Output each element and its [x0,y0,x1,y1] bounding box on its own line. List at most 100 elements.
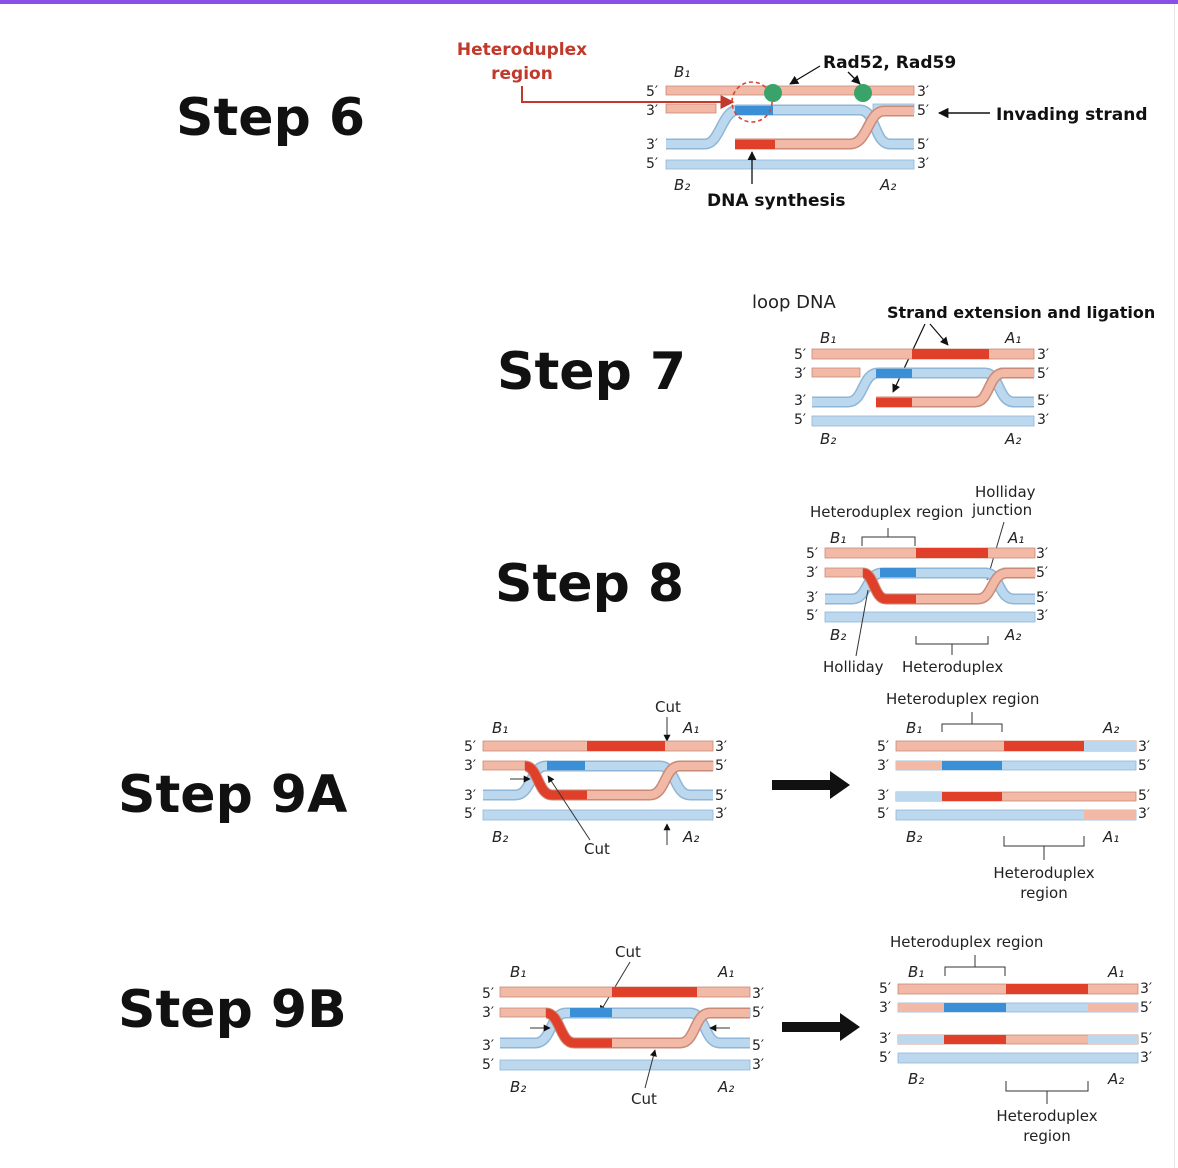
step6-end-r5a: 5′ [917,103,929,119]
step6-synthesis-block [735,140,775,149]
step8-holliday-bottom: Holliday [823,658,884,676]
step6-rad-protein-2 [854,84,872,102]
step9b-label-b1: B₁ [510,963,526,981]
step7-end-5b: 5′ [794,412,806,428]
step9b-result-hetero-bottom-2: region [1023,1127,1070,1145]
step7-end-r3a: 3′ [1037,347,1049,363]
step9b-end-r5a: 5′ [752,1005,764,1021]
step9b-end-r3b: 3′ [752,1057,764,1073]
step9a-end-5a: 5′ [464,739,476,755]
step9a-result-hetero-top: Heteroduplex region [886,690,1039,708]
step8-end-r5a: 5′ [1036,565,1048,581]
step-9a-title: Step 9A [118,765,348,825]
step8-end-3a: 3′ [806,565,818,581]
step9b-result-a1: A₁ [1107,963,1124,981]
step6-end-r3b: 3′ [917,156,929,172]
step-9b-title: Step 9B [118,980,347,1040]
step6-end-3b: 3′ [646,137,658,153]
step9a-result-end-r5b: 5′ [1138,788,1150,804]
step6-label-b1: B₁ [674,63,690,81]
step9b-result-end-3b: 3′ [879,1031,891,1047]
step8-label-b1: B₁ [830,529,846,547]
step9b-result-hetero-bottom-1: Heteroduplex [996,1107,1097,1125]
step9b-result-b1: B₁ [908,963,924,981]
step9b-result-arrow [782,1013,860,1041]
step6-rad-arrow-right [847,71,861,85]
step9b-end-5a: 5′ [482,986,494,1002]
step9a-end-r5a: 5′ [715,758,727,774]
step6-invading-label: Invading strand [996,105,1148,125]
step9b-end-r3a: 3′ [752,986,764,1002]
step8-end-5b: 5′ [806,608,818,624]
step8-end-r3b: 3′ [1036,608,1048,624]
step-9b-diagram: Cut B₁ A₁ 5′ 3′ 3′ 5′ 3′ 5′ 5′ 3′ B₂ A₂ … [482,933,1152,1145]
step6-label-a2: A₂ [879,176,896,194]
step9b-cut-top: Cut [615,943,641,961]
step8-holliday-top-2: junction [971,501,1032,519]
step9b-cut-bottom: Cut [631,1090,657,1108]
step9a-result-end-r3b: 3′ [1138,806,1150,822]
step7-loop-label: loop DNA [752,292,836,313]
step6-end-5b: 5′ [646,156,658,172]
step6-strand-bottom [665,159,915,170]
step9b-result-b2: B₂ [908,1070,924,1088]
step8-end-r3a: 3′ [1036,546,1048,562]
step9b-label-a1: A₁ [717,963,734,981]
step6-rad-protein-1 [764,84,782,102]
step9b-label-b2: B₂ [510,1078,526,1096]
step6-label-b2: B₂ [674,176,690,194]
step9b-end-3b: 3′ [482,1038,494,1054]
step9b-result-end-5a: 5′ [879,981,891,997]
step9a-result-hetero-bottom-2: region [1020,884,1067,902]
step9a-end-3b: 3′ [464,788,476,804]
step7-label-b2: B₂ [820,430,836,448]
step7-end-r5a: 5′ [1037,366,1049,382]
step9b-result-end-r5b: 5′ [1140,1031,1152,1047]
step9a-end-r3a: 3′ [715,739,727,755]
step9b-end-5b: 5′ [482,1057,494,1073]
step7-end-5a: 5′ [794,347,806,363]
step9a-result-end-r5a: 5′ [1138,758,1150,774]
right-border [1174,4,1175,1168]
step9a-result-b1: B₁ [906,719,922,737]
step8-end-5a: 5′ [806,546,818,562]
step9a-result-end-3a: 3′ [877,758,889,774]
step-6-diagram: Heteroduplex region B₁ Rad52, Rad59 5′ 3… [457,40,1148,211]
step7-end-3a: 3′ [794,366,806,382]
step8-end-r5b: 5′ [1036,590,1048,606]
step-7-title: Step 7 [497,342,687,402]
step8-heteroduplex-top: Heteroduplex region [810,503,963,521]
top-accent-bar [0,0,1178,4]
step6-heteroduplex-block [735,106,773,115]
step9a-result-arrow [772,771,850,799]
step6-end-5a: 5′ [646,84,658,100]
step8-label-b2: B₂ [830,626,846,644]
step8-label-a2: A₂ [1004,626,1021,644]
step6-heteroduplex-pointer [521,86,735,109]
step9a-label-a1: A₁ [682,719,699,737]
step9b-result-end-r5a: 5′ [1140,1000,1152,1016]
step6-strand-top [665,85,915,96]
step6-end-3a: 3′ [646,103,658,119]
step9b-end-3a: 3′ [482,1005,494,1021]
step9b-result-hetero-top: Heteroduplex region [890,933,1043,951]
step9a-end-r3b: 3′ [715,806,727,822]
step9b-result-end-r3a: 3′ [1140,981,1152,997]
step7-arrow-top [929,323,949,346]
step8-label-a1: A₁ [1007,529,1024,547]
step9a-label-a2: A₂ [682,828,699,846]
step7-label-a1: A₁ [1004,329,1021,347]
step9a-result-a1: A₁ [1102,828,1119,846]
step-8-title: Step 8 [495,554,685,614]
step6-rad-label: Rad52, Rad59 [823,53,956,73]
step7-label-b1: B₁ [820,329,836,347]
step7-end-r5b: 5′ [1037,393,1049,409]
step-8-diagram: Holliday junction Heteroduplex region B₁… [806,483,1048,676]
step9a-end-3a: 3′ [464,758,476,774]
step6-synthesis-label: DNA synthesis [707,191,846,211]
step9a-result-b2: B₂ [906,828,922,846]
step9a-end-5b: 5′ [464,806,476,822]
step6-heteroduplex-label-2: region [491,64,553,84]
step6-end-r3a: 3′ [917,84,929,100]
